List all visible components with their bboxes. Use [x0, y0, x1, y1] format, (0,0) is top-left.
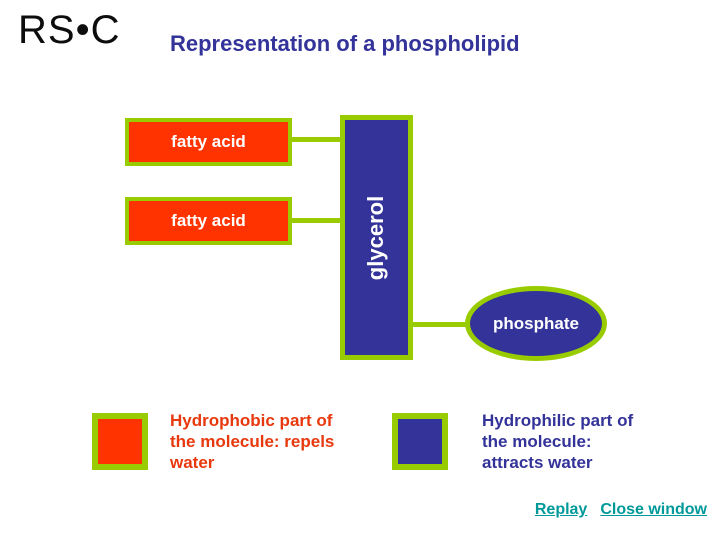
- legend-text-hydrophobic: Hydrophobic part of the molecule: repels…: [170, 410, 334, 473]
- close-window-link[interactable]: Close window: [600, 501, 707, 518]
- connector-line-middle: [290, 218, 342, 223]
- legend-hydrophilic-line-2: the molecule:: [482, 432, 592, 451]
- connector-line-phosphate: [411, 322, 467, 327]
- legend-text-hydrophilic: Hydrophilic part of the molecule: attrac…: [482, 410, 633, 473]
- legend-hydrophobic-line-2: the molecule: repels: [170, 432, 335, 451]
- fatty-acid-top-label: fatty acid: [171, 132, 246, 151]
- glycerol-label: glycerol: [363, 195, 389, 280]
- fatty-acid-box-top: fatty acid: [125, 118, 292, 166]
- legend-hydrophilic-line-3: attracts water: [482, 453, 593, 472]
- legend-hydrophilic-line-1: Hydrophilic part of: [482, 411, 634, 430]
- replay-link[interactable]: Replay: [534, 501, 588, 518]
- legend-swatch-hydrophobic: [92, 413, 148, 470]
- phosphate-label: phosphate: [493, 313, 579, 333]
- fatty-acid-bottom-label: fatty acid: [171, 211, 246, 230]
- legend-hydrophobic-line-3: water: [170, 453, 215, 472]
- page-title: Representation of a phospholipid: [170, 31, 520, 56]
- glycerol-box: glycerol: [340, 115, 413, 360]
- phosphate-ellipse: phosphate: [465, 286, 607, 361]
- rsc-logo: RS•C: [18, 8, 121, 52]
- footer-links: Replay Close window: [535, 501, 707, 519]
- legend-hydrophobic-line-1: Hydrophobic part of: [170, 411, 333, 430]
- fatty-acid-box-bottom: fatty acid: [125, 197, 292, 245]
- connector-line-top: [290, 137, 342, 142]
- legend-swatch-hydrophilic: [392, 413, 448, 470]
